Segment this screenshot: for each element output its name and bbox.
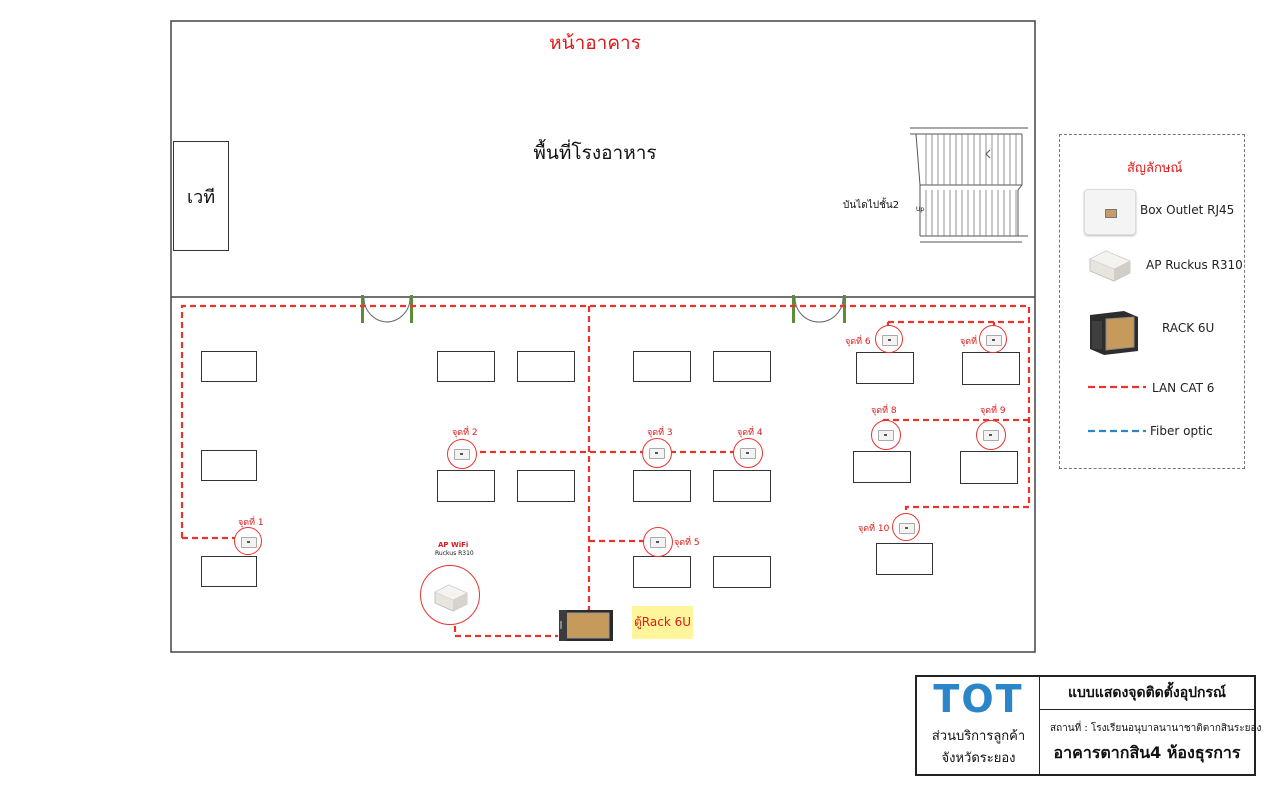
desk: [437, 351, 495, 382]
dept-line-1: ส่วนบริการลูกค้า: [931, 729, 1026, 744]
desk: [633, 470, 691, 502]
outlet-point-6[interactable]: [875, 325, 903, 353]
stair-arrow-icon: [985, 149, 991, 159]
rack-label-text: ตู้Rack 6U: [634, 615, 691, 629]
desk: [856, 352, 914, 384]
point-4-label: จุดที่ 4: [737, 428, 763, 438]
desk: [201, 450, 257, 481]
location-text: สถานที่ : โรงเรียนอนุบาลนานาชาติตากสินระ…: [1050, 723, 1262, 734]
outlet-point-9[interactable]: [976, 420, 1006, 450]
door-right: [792, 295, 846, 323]
desk: [437, 470, 495, 502]
canteen-area-label: พื้นที่โรงอาหาร: [533, 142, 657, 164]
door-left: [361, 295, 413, 323]
lan-line-sample: [1088, 385, 1146, 389]
stairs-up-label: Up: [916, 206, 925, 213]
desk: [201, 556, 257, 587]
outlet-point-3[interactable]: [642, 438, 672, 468]
rj45-outlet-icon: [1084, 189, 1136, 235]
outlet-point-10[interactable]: [892, 513, 920, 541]
desk: [962, 352, 1020, 385]
drawing-title: แบบแสดงจุดติดตั้งอุปกรณ์: [1068, 685, 1226, 701]
legend-item-lan: LAN CAT 6: [1152, 381, 1215, 395]
rj45-outlet-icon: [454, 449, 470, 460]
legend-item-fiber: Fiber optic: [1150, 424, 1213, 438]
stairs-label: บันไดไปชั้น2: [843, 200, 900, 211]
rj45-outlet-icon: [986, 335, 1002, 346]
desk: [517, 470, 575, 502]
desk: [633, 556, 691, 588]
rack-cabinet[interactable]: [557, 607, 615, 643]
rj45-outlet-icon: [241, 537, 257, 548]
rj45-outlet-icon: [649, 448, 665, 459]
point-9-label: จุดที่ 9: [980, 406, 1006, 416]
access-point-icon: [434, 584, 468, 612]
tot-logo: TOT: [933, 677, 1024, 721]
desk: [713, 470, 771, 502]
stair-treads: [925, 134, 1017, 236]
title-block-left: TOT ส่วนบริการลูกค้า จังหวัดระยอง: [917, 677, 1040, 774]
desk: [853, 451, 911, 483]
rack-label: ตู้Rack 6U: [632, 606, 693, 639]
outlet-point-5[interactable]: [643, 527, 673, 557]
desk: [960, 451, 1018, 484]
legend-item-rack: RACK 6U: [1162, 321, 1215, 335]
outlet-point-7[interactable]: [979, 325, 1007, 353]
rj45-outlet-icon: [878, 430, 894, 441]
point-3-label: จุดที่ 3: [647, 428, 673, 438]
legend: สัญลักษณ์ Box Outlet RJ45 AP Ruckus R310…: [1059, 134, 1245, 469]
rj45-outlet-icon: [899, 523, 915, 534]
stage: เวที: [173, 141, 229, 251]
building-outline: [170, 20, 1036, 653]
title-block: TOT ส่วนบริการลูกค้า จังหวัดระยอง แบบแสด…: [915, 675, 1261, 776]
ap-model-label: Ruckus R310: [435, 550, 474, 557]
outlet-point-2[interactable]: [447, 439, 477, 469]
rack-icon: [559, 610, 613, 641]
outlet-point-4[interactable]: [733, 438, 763, 468]
legend-item-ap: AP Ruckus R310: [1146, 258, 1243, 272]
desk: [876, 543, 933, 575]
outlet-point-1[interactable]: [234, 527, 262, 555]
access-point-r310[interactable]: [420, 565, 480, 625]
fiber-line-sample: [1088, 429, 1146, 433]
legend-title: สัญลักษณ์: [1127, 161, 1183, 176]
rj45-outlet-icon: [983, 430, 999, 441]
title-block-heading-cell: แบบแสดงจุดติดตั้งอุปกรณ์: [1040, 677, 1254, 710]
point-1-label: จุดที่ 1: [238, 518, 264, 528]
rj45-outlet-icon: [650, 537, 666, 548]
access-point-icon: [1089, 250, 1131, 282]
desk: [517, 351, 575, 382]
rj45-outlet-icon: [740, 448, 756, 459]
point-8-label: จุดที่ 8: [871, 406, 897, 416]
rack-icon: [1090, 311, 1138, 355]
point-2-label: จุดที่ 2: [452, 428, 478, 438]
ap-wifi-label: AP WiFi: [438, 541, 469, 549]
point-5-label: จุดที่ 5: [674, 538, 700, 548]
building-name: อาคารตากสิน4 ห้องธุรการ: [1053, 743, 1241, 762]
legend-item-outlet: Box Outlet RJ45: [1140, 203, 1235, 217]
point-10-label: จุดที่ 10: [858, 524, 890, 534]
outlet-point-8[interactable]: [871, 420, 901, 450]
dept-line-2: จังหวัดระยอง: [941, 751, 1016, 766]
desk: [633, 351, 691, 382]
rj45-outlet-icon: [882, 335, 898, 346]
desk: [713, 556, 771, 588]
stage-label: เวที: [186, 186, 216, 208]
point-7-label: จุดที่ 7: [960, 337, 986, 347]
desk: [713, 351, 771, 382]
front-of-building-label: หน้าอาคาร: [549, 32, 641, 54]
desk: [201, 351, 257, 382]
point-6-label: จุดที่ 6: [845, 337, 871, 347]
